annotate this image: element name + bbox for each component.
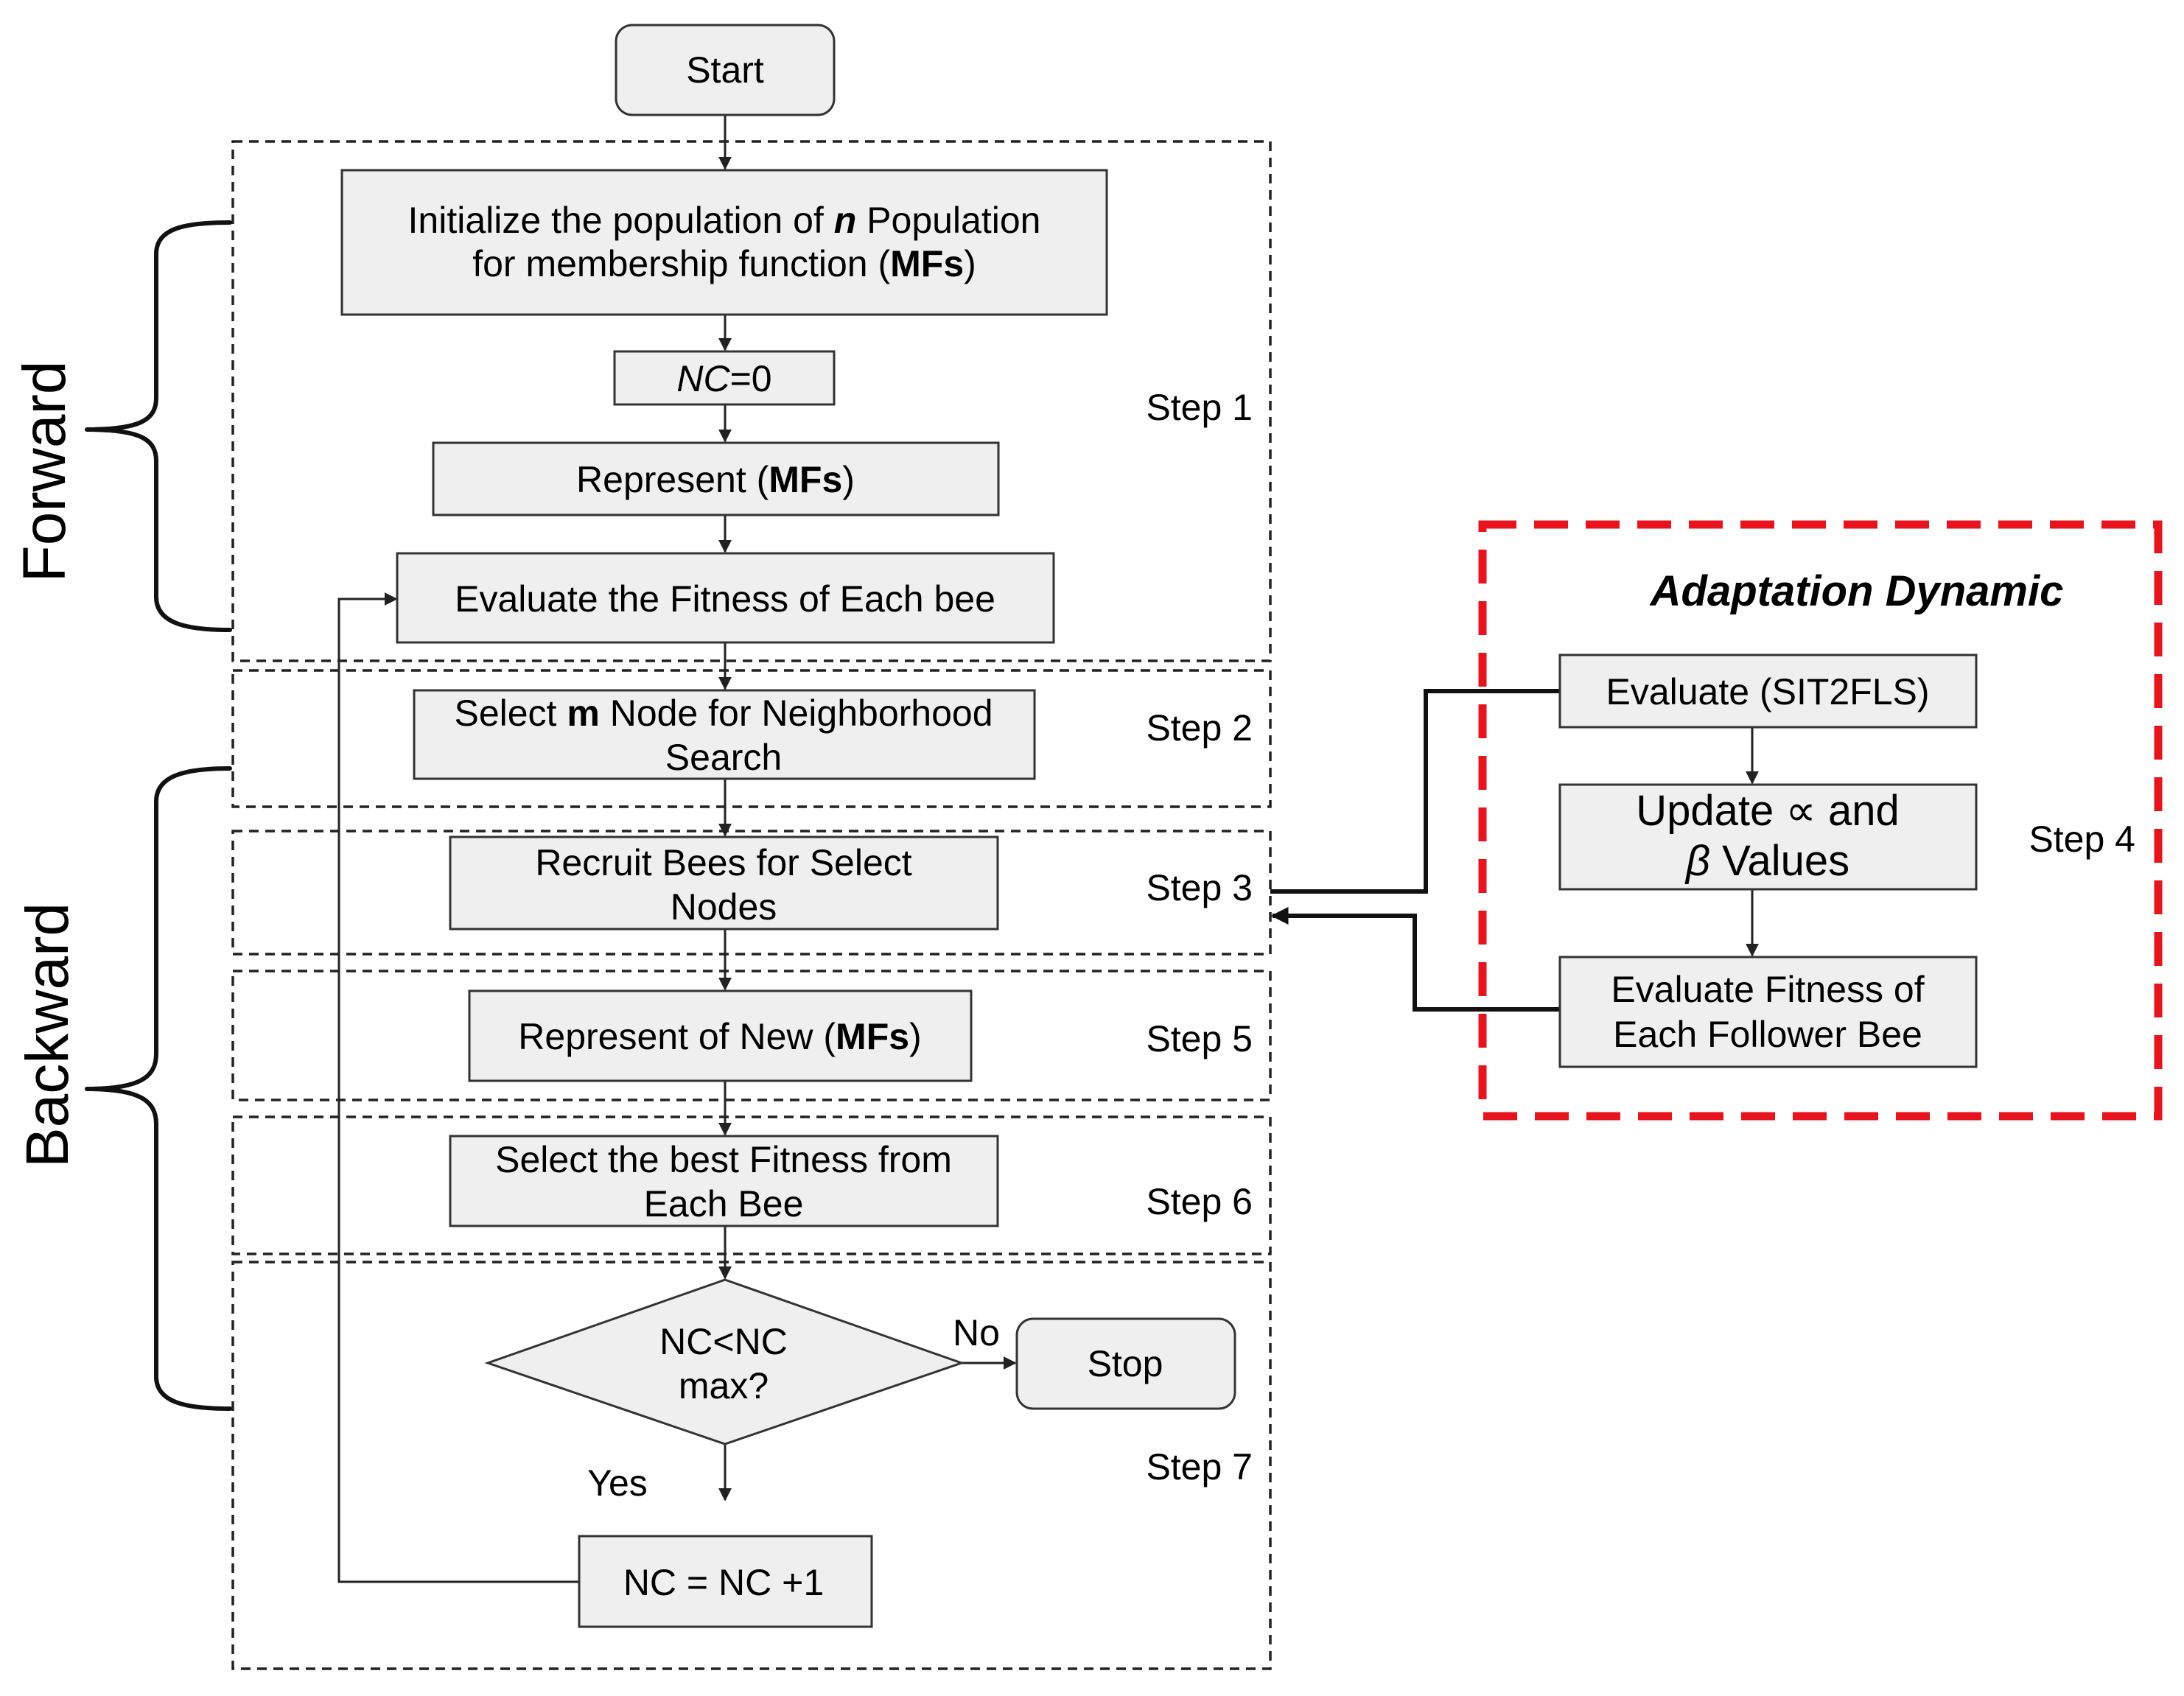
no-label: No [953, 1312, 1000, 1353]
evaluate-fitness-box[interactable]: Evaluate the Fitness of Each bee [396, 552, 1055, 644]
follower-line1: Evaluate Fitness of [1611, 969, 1924, 1010]
recruit-bees-box[interactable]: Recruit Bees for Select Nodes [449, 835, 999, 931]
represent-new-mfs-box[interactable]: Represent of New (MFs) [468, 989, 973, 1082]
initialize-population-box[interactable]: Initialize the population of n Populatio… [340, 169, 1108, 316]
arrow-adaptation-to-step3 [1270, 907, 1560, 1012]
recruit-bees-line1: Recruit Bees for Select [535, 842, 911, 883]
step2-label: Step 2 [1146, 707, 1253, 749]
nc-init-box[interactable]: NC=0 [613, 350, 836, 406]
backward-brace [85, 766, 232, 1411]
select-node-line1: Select m Node for Neighborhood [454, 693, 993, 734]
evaluate-follower-box[interactable]: Evaluate Fitness of Each Follower Bee [1558, 956, 1978, 1068]
select-best-line2: Each Bee [644, 1183, 804, 1224]
nc-init-label: NC=0 [676, 358, 771, 399]
step3-label: Step 3 [1146, 867, 1253, 908]
update-alpha-beta-box[interactable]: Update ∝ and β Values [1558, 783, 1978, 891]
start-terminal[interactable]: Start [615, 24, 836, 116]
step7-label: Step 7 [1146, 1446, 1253, 1487]
represent-new-mfs-label: Represent of New (MFs) [518, 1016, 921, 1057]
update-line1: Update ∝ and [1636, 787, 1899, 835]
step5-label: Step 5 [1146, 1018, 1253, 1059]
adaptation-region [1478, 520, 2163, 1121]
step2-region [231, 669, 1272, 808]
decision-line1: NC<NC [659, 1321, 788, 1362]
evaluate-sit2fls-label: Evaluate (SIT2FLS) [1606, 671, 1929, 712]
step6-label: Step 6 [1146, 1181, 1253, 1222]
adaptation-title: Adaptation Dynamic [1649, 567, 2064, 615]
select-node-line2: Search [665, 737, 782, 778]
step1-region [231, 140, 1272, 662]
initialize-text-line2: for membership function (MFs) [472, 243, 976, 284]
decision-line2: max? [679, 1365, 769, 1406]
select-best-fitness-box[interactable]: Select the best Fitness from Each Bee [449, 1135, 999, 1227]
arrow-step3-to-adaptation [1270, 682, 1579, 894]
select-node-box[interactable]: Select m Node for Neighborhood Search [413, 689, 1036, 780]
step3-region [231, 830, 1272, 956]
nc-increment-box[interactable]: NC = NC +1 [578, 1535, 873, 1628]
recruit-bees-line2: Nodes [671, 886, 777, 928]
follower-line2: Each Follower Bee [1613, 1014, 1922, 1055]
step6-region [231, 1115, 1272, 1255]
step4-label: Step 4 [2029, 819, 2135, 860]
start-label: Start [686, 49, 764, 91]
represent-mfs-box[interactable]: Represent (MFs) [432, 441, 1000, 516]
loop-back-connector [337, 592, 578, 1583]
yes-label: Yes [587, 1462, 648, 1504]
backward-label: Backward [14, 903, 81, 1168]
stop-terminal[interactable]: Stop [1015, 1317, 1236, 1410]
forward-brace [85, 220, 232, 632]
select-best-line1: Select the best Fitness from [495, 1139, 952, 1180]
step7-region [231, 1261, 1272, 1670]
nc-increment-label: NC = NC +1 [623, 1562, 824, 1603]
step5-region [231, 970, 1272, 1101]
forward-label: Forward [11, 361, 78, 583]
initialize-text-line1: Initialize the population of n Populatio… [408, 200, 1041, 241]
evaluate-fitness-label: Evaluate the Fitness of Each bee [455, 578, 995, 620]
represent-mfs-label: Represent (MFs) [576, 459, 855, 500]
update-line2: β Values [1684, 837, 1849, 885]
nc-max-decision[interactable]: NC<NC max? [484, 1278, 965, 1446]
stop-label: Stop [1088, 1343, 1163, 1384]
evaluate-sit2fls-box[interactable]: Evaluate (SIT2FLS) [1558, 653, 1978, 729]
step1-label: Step 1 [1146, 387, 1253, 428]
